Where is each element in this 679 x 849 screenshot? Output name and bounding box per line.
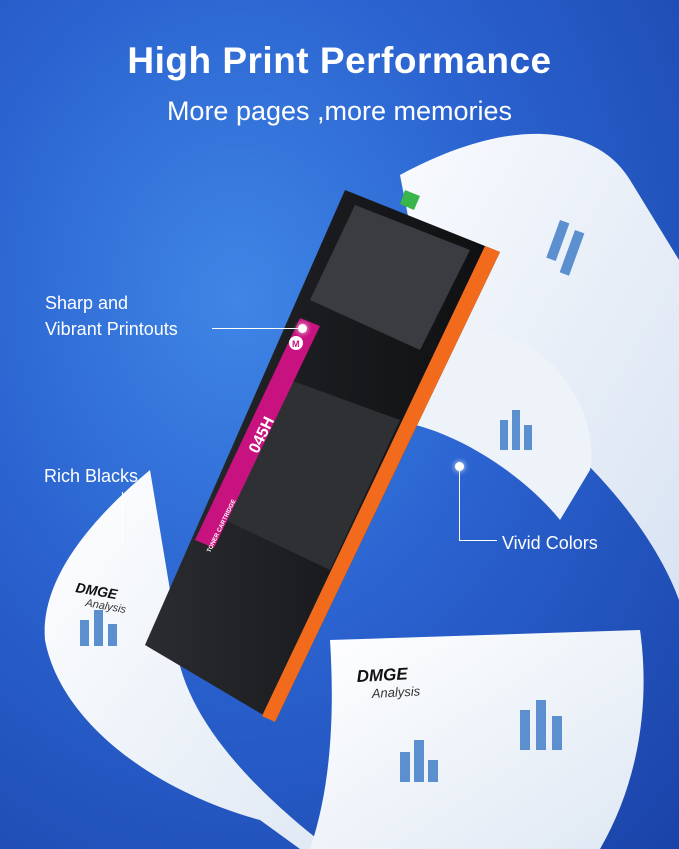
paper-ribbon-left [44,470,331,849]
callout-dot [298,324,307,333]
callout-line: Sharp and [45,293,129,313]
cartridge-label-strip [195,318,320,548]
paper-ribbon-bottom [310,630,644,849]
cartridge-orange-edge [262,246,500,722]
toner-cartridge: 045H TONER CARTRIDGE M [145,190,500,722]
headline: High Print Performance [127,40,552,81]
cartridge-color-code: M [292,339,300,349]
callout-connector [212,328,302,329]
callout-sharp-vibrant: Sharp and Vibrant Printouts [45,290,178,342]
paper-brand-left: DMGE [74,579,119,602]
callout-line: Vivid Colors [502,533,598,553]
callout-connector [122,492,123,542]
paper-brand: DMGE [356,664,409,686]
paper-charts [80,220,585,782]
paper-subtitle: Analysis [370,683,421,701]
callout-connector [459,470,460,540]
callout-vivid-colors: Vivid Colors [502,530,598,556]
callout-dot [455,462,464,471]
callout-rich-blacks: Rich Blacks [44,463,138,489]
callout-connector [459,540,497,541]
cartridge-green-tab [400,190,420,210]
callout-line: Rich Blacks [44,466,139,486]
subheadline: More pages ,more memories [166,96,513,126]
callout-line: Vibrant Printouts [45,319,178,339]
